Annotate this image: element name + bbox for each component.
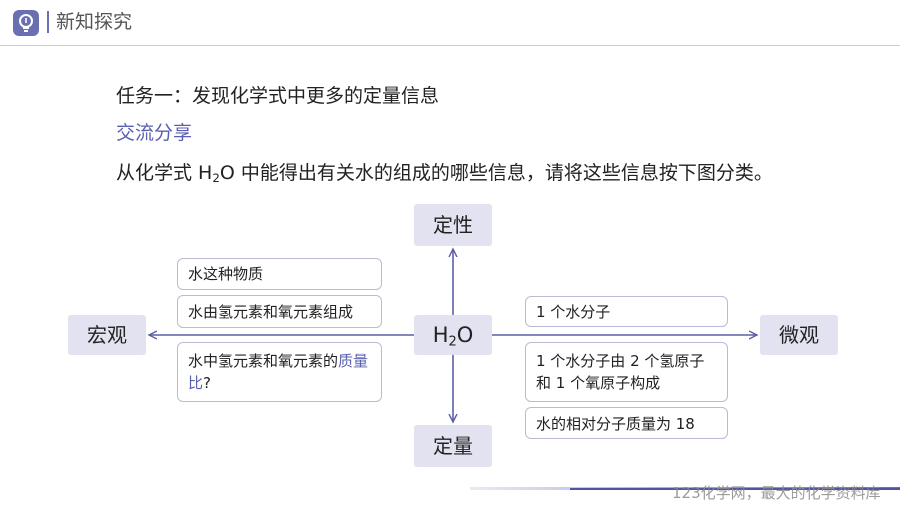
card-right-2-line1: 1 个水分子由 2 个氢原子 xyxy=(536,352,705,370)
question-subscript: 2 xyxy=(212,170,220,185)
task-title: 任务一：发现化学式中更多的定量信息 xyxy=(116,85,440,107)
node-formula-h2o: H2O xyxy=(414,315,492,355)
card-right-3: 水的相对分子质量为 18 xyxy=(525,407,728,439)
card-left-3-highlight: 质量比 xyxy=(188,352,369,392)
formula-o: O xyxy=(456,323,474,347)
node-quantitative: 定量 xyxy=(414,425,492,467)
card-left-2: 水由氢元素和氧元素组成 xyxy=(177,295,382,328)
card-left-3-question-mark: ? xyxy=(203,374,211,392)
question-text: 从化学式 H2O 中能得出有关水的组成的哪些信息，请将这些信息按下图分类。 xyxy=(116,160,773,191)
lightbulb-icon xyxy=(13,10,39,36)
question-text-part1: 从化学式 H xyxy=(116,162,213,184)
formula-h: H xyxy=(432,323,449,347)
node-microscopic: 微观 xyxy=(760,315,838,355)
card-right-2-line2: 和 1 个氧原子构成 xyxy=(536,374,661,392)
formula-subscript: 2 xyxy=(448,334,457,350)
card-right-2: 1 个水分子由 2 个氢原子和 1 个氧原子构成 xyxy=(525,342,728,402)
question-text-part2: O 中能得出有关水的组成的哪些信息，请将这些信息按下图分类。 xyxy=(219,162,773,184)
footer-accent-line xyxy=(570,488,900,490)
section-subhead: 交流分享 xyxy=(116,122,193,144)
header-divider xyxy=(47,11,49,33)
header-underline xyxy=(0,45,900,46)
watermark-text: 123化学网，最大的化学资料库 xyxy=(672,484,881,502)
node-macroscopic: 宏观 xyxy=(68,315,146,355)
page-title: 新知探究 xyxy=(56,11,133,33)
node-qualitative: 定性 xyxy=(414,204,492,246)
card-left-3-text: 水中氢元素和氧元素的 xyxy=(188,352,339,370)
card-left-1: 水这种物质 xyxy=(177,258,382,290)
header-bar: 新知探究 xyxy=(0,0,900,46)
card-left-3: 水中氢元素和氧元素的质量比? xyxy=(177,342,382,402)
card-right-1: 1 个水分子 xyxy=(525,296,728,327)
